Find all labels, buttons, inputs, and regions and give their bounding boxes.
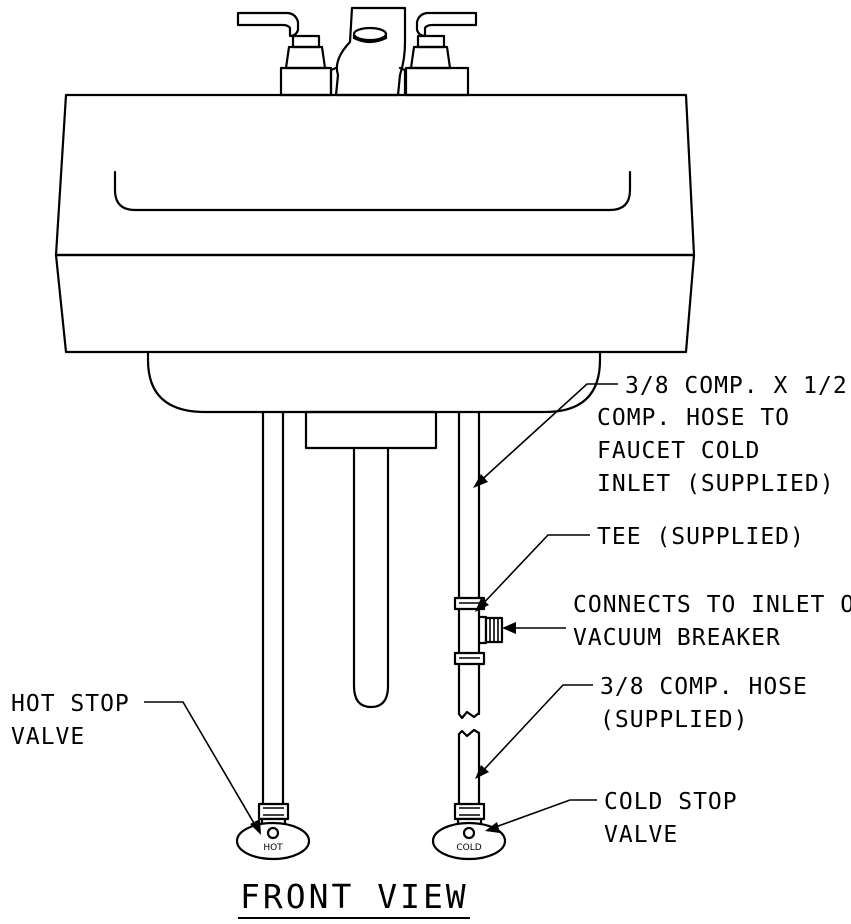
hot-supply-line bbox=[257, 410, 290, 828]
label-cold-stop-valve-line-2: VALVE bbox=[604, 822, 678, 848]
hot-compression-nut bbox=[257, 802, 290, 821]
cold-valve-handle bbox=[431, 821, 507, 861]
label-hot-stop-valve-line-2: VALVE bbox=[11, 724, 85, 750]
label-hose-inlet-line-3: FAUCET COLD bbox=[597, 438, 760, 464]
sink-body bbox=[54, 93, 696, 354]
label-hot-stop-valve-line-1: HOT STOP bbox=[11, 691, 130, 717]
leader-lines bbox=[144, 383, 618, 835]
sink-apron-recess bbox=[113, 170, 632, 212]
sink-bowl bbox=[146, 350, 602, 414]
drain-body bbox=[304, 410, 438, 450]
hot-valve-handle-label: HOT bbox=[263, 843, 283, 853]
faucet bbox=[236, 6, 478, 97]
spout-left-edge bbox=[329, 66, 338, 97]
callout-labels: 3/8 COMP. X 1/2 COMP. HOSE TO FAUCET COL… bbox=[11, 373, 851, 848]
left-handle-body bbox=[279, 66, 333, 97]
cold-stop-valve: COLD bbox=[431, 821, 507, 861]
cold-valve-handle-label: COLD bbox=[456, 843, 481, 853]
spout-right-edge bbox=[398, 66, 407, 97]
cold-supply-lower bbox=[453, 728, 486, 828]
right-handle-body bbox=[404, 66, 470, 97]
right-faucet-handle bbox=[415, 11, 478, 38]
left-handle-stem bbox=[291, 34, 321, 49]
faucet-spout bbox=[334, 6, 407, 97]
spout-aerator bbox=[352, 26, 388, 42]
hot-valve-handle bbox=[235, 821, 311, 861]
cold-compression-nut bbox=[453, 802, 486, 821]
sink-front-panel bbox=[54, 253, 696, 354]
drain-assembly bbox=[304, 410, 438, 709]
left-faucet-handle bbox=[236, 11, 300, 38]
right-handle-stem bbox=[416, 34, 446, 49]
label-hose-line-1: 3/8 COMP. HOSE bbox=[600, 674, 808, 700]
view-title: FRONT VIEW bbox=[240, 877, 469, 916]
sink-top-panel bbox=[54, 93, 696, 257]
label-tee: TEE (SUPPLIED) bbox=[597, 524, 805, 550]
label-hose-inlet-line-4: INLET (SUPPLIED) bbox=[597, 471, 835, 497]
label-cold-stop-valve-line-1: COLD STOP bbox=[604, 789, 738, 815]
label-vacuum-breaker-line-2: VACUUM BREAKER bbox=[573, 625, 781, 651]
hot-stop-valve: HOT bbox=[235, 821, 311, 861]
label-vacuum-breaker-line-1: CONNECTS TO INLET OF bbox=[573, 592, 851, 618]
label-hose-line-2: (SUPPLIED) bbox=[600, 707, 748, 733]
label-hose-inlet-line-2: COMP. HOSE TO bbox=[597, 405, 790, 431]
tailpiece bbox=[352, 446, 390, 709]
left-handle-base bbox=[284, 45, 327, 70]
cold-supply-line bbox=[453, 410, 504, 720]
label-hose-inlet-line-1: 3/8 COMP. X 1/2 bbox=[625, 373, 848, 399]
right-handle-base bbox=[409, 45, 452, 70]
